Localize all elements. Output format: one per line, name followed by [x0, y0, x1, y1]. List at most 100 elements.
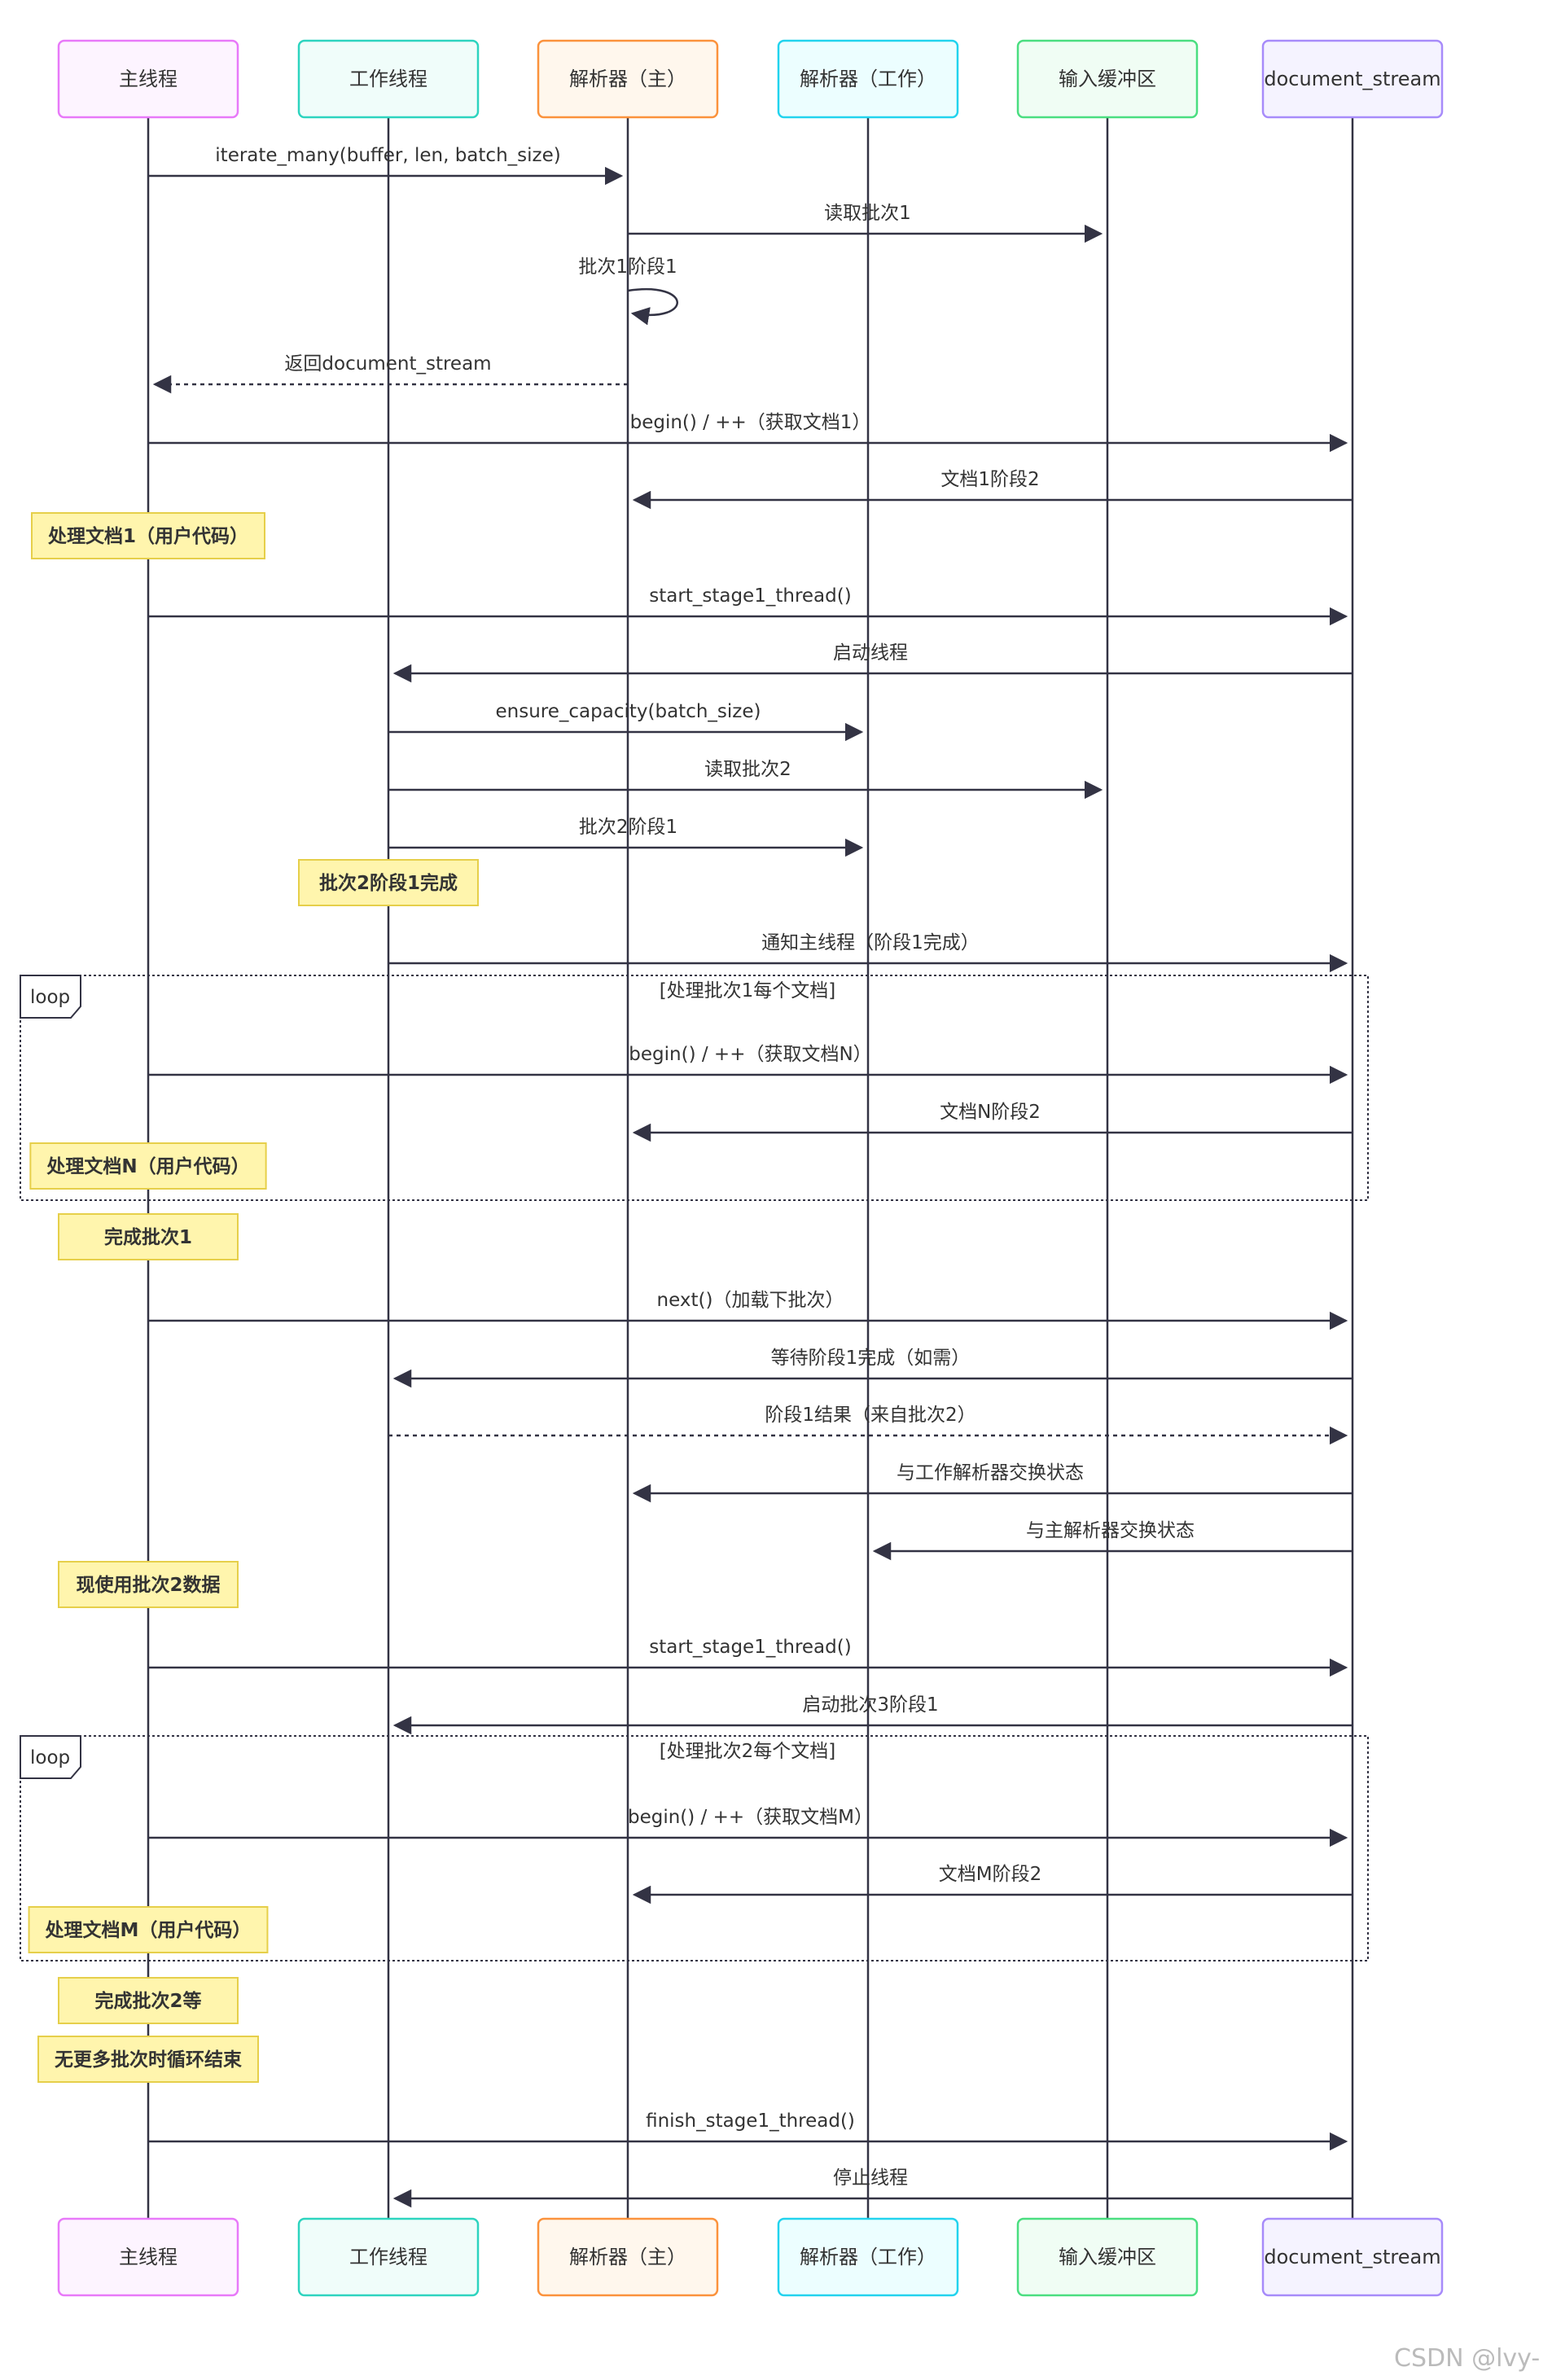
- participant-label: 输入缓冲区: [1059, 2246, 1156, 2268]
- participant-doc_stream-top[interactable]: document_stream: [1261, 39, 1444, 119]
- participant-label: 工作线程: [349, 68, 427, 90]
- message: 阶段1结果（来自批次2）: [388, 1405, 1348, 1445]
- message: 启动线程: [392, 642, 1353, 683]
- message-label: 与工作解析器交换状态: [897, 1462, 1084, 1484]
- message-label: begin() / ++（获取文档1）: [630, 412, 871, 433]
- message: begin() / ++（获取文档M）: [148, 1807, 1348, 1847]
- participant-parser_worker-top[interactable]: 解析器（工作）: [777, 39, 959, 119]
- note: 处理文档1（用户代码）: [30, 512, 266, 559]
- loop-frame: loop [处理批次1每个文档]: [20, 975, 1369, 1201]
- message-label: 等待阶段1完成（如需）: [771, 1348, 971, 1369]
- loop-condition: [处理批次2每个文档]: [660, 1741, 836, 1762]
- message-label: next()（加载下批次）: [657, 1290, 844, 1311]
- participant-doc_stream-bottom[interactable]: document_stream: [1261, 2217, 1444, 2297]
- message-label: 读取批次1: [824, 203, 911, 224]
- message: 停止线程: [392, 2167, 1353, 2208]
- message: begin() / ++（获取文档N）: [148, 1044, 1348, 1085]
- message-label: begin() / ++（获取文档M）: [628, 1807, 873, 1828]
- note-text: 处理文档1（用户代码）: [47, 525, 248, 547]
- message: 读取批次2: [388, 759, 1103, 800]
- message: 返回document_stream: [152, 353, 628, 394]
- message-label: ensure_capacity(batch_size): [496, 701, 761, 722]
- message-label: 返回document_stream: [284, 353, 491, 375]
- message-label: 文档1阶段2: [940, 469, 1039, 490]
- message-label: begin() / ++（获取文档N）: [629, 1044, 871, 1065]
- message: 文档1阶段2: [632, 469, 1353, 510]
- message-label: 读取批次2: [704, 759, 791, 780]
- message: 通知主线程（阶段1完成）: [388, 932, 1348, 973]
- message-label: iterate_many(buffer, len, batch_size): [215, 145, 560, 166]
- message: iterate_many(buffer, len, batch_size): [148, 145, 624, 186]
- message-label: 文档N阶段2: [940, 1102, 1041, 1123]
- message-label: 启动批次3阶段1: [802, 1694, 938, 1716]
- participant-label: 主线程: [119, 2246, 178, 2268]
- message-label: start_stage1_thread(): [649, 585, 851, 607]
- messages: iterate_many(buffer, len, batch_size) 读取批…: [148, 145, 1353, 2208]
- loop-frames: loop [处理批次1每个文档] loop [处理批次2每个文档]: [20, 975, 1369, 1961]
- message-label: 通知主线程（阶段1完成）: [761, 932, 980, 953]
- message-label: 启动线程: [833, 642, 908, 664]
- message: next()（加载下批次）: [148, 1290, 1348, 1330]
- loop-frame: loop [处理批次2每个文档]: [20, 1735, 1369, 1961]
- note-text: 完成批次2等: [94, 1990, 201, 2012]
- participant-label: 输入缓冲区: [1059, 68, 1156, 90]
- participant-label: 解析器（工作）: [800, 68, 936, 90]
- participant-main-top[interactable]: 主线程: [57, 39, 239, 119]
- participant-label: 解析器（主）: [569, 2246, 686, 2268]
- message: begin() / ++（获取文档1）: [148, 412, 1348, 453]
- message-label: 阶段1结果（来自批次2）: [765, 1405, 975, 1426]
- participant-parser_main-bottom[interactable]: 解析器（主）: [537, 2217, 719, 2297]
- note: 批次2阶段1完成: [298, 859, 479, 906]
- note: 处理文档M（用户代码）: [28, 1906, 269, 1953]
- note-text: 处理文档M（用户代码）: [45, 1919, 252, 1941]
- loop-tag: loop: [30, 987, 70, 1008]
- message-label: 停止线程: [833, 2167, 908, 2189]
- participant-parser_main-top[interactable]: 解析器（主）: [537, 39, 719, 119]
- message-label: 文档M阶段2: [939, 1864, 1041, 1885]
- participant-worker-bottom[interactable]: 工作线程: [297, 2217, 480, 2297]
- message-label: 与主解析器交换状态: [1026, 1520, 1195, 1541]
- note-text: 无更多批次时循环结束: [55, 2049, 243, 2071]
- loop-tag: loop: [30, 1747, 70, 1769]
- message: finish_stage1_thread(): [148, 2110, 1348, 2151]
- message: start_stage1_thread(): [148, 1637, 1348, 1677]
- message-label: start_stage1_thread(): [649, 1637, 851, 1658]
- participant-label: document_stream: [1264, 68, 1440, 90]
- watermark: CSDN @lvy-: [1394, 2344, 1540, 2373]
- participant-input_buffer-bottom[interactable]: 输入缓冲区: [1016, 2217, 1199, 2297]
- participant-label: document_stream: [1264, 2246, 1440, 2268]
- message: ensure_capacity(batch_size): [388, 701, 864, 742]
- message: 与主解析器交换状态: [872, 1520, 1353, 1561]
- lifelines: [147, 117, 1354, 2219]
- participant-worker-top[interactable]: 工作线程: [297, 39, 480, 119]
- participant-label: 解析器（主）: [569, 68, 686, 90]
- message-label: 批次1阶段1: [578, 256, 677, 278]
- message: 读取批次1: [628, 203, 1103, 243]
- loop-condition: [处理批次1每个文档]: [660, 980, 836, 1002]
- participant-label: 解析器（工作）: [800, 2246, 936, 2268]
- message: 等待阶段1完成（如需）: [392, 1348, 1353, 1388]
- note: 完成批次2等: [58, 1977, 239, 2024]
- participant-parser_worker-bottom[interactable]: 解析器（工作）: [777, 2217, 959, 2297]
- message: 启动批次3阶段1: [392, 1694, 1353, 1735]
- note: 现使用批次2数据: [58, 1561, 239, 1608]
- note-text: 批次2阶段1完成: [319, 872, 458, 894]
- note: 完成批次1: [58, 1213, 239, 1260]
- note: 处理文档N（用户代码）: [29, 1142, 267, 1190]
- participant-input_buffer-top[interactable]: 输入缓冲区: [1016, 39, 1199, 119]
- note-text: 处理文档N（用户代码）: [46, 1155, 249, 1177]
- message: 文档M阶段2: [632, 1864, 1353, 1904]
- message-label: 批次2阶段1: [579, 817, 677, 838]
- message: 批次1阶段1: [578, 256, 678, 326]
- participant-label: 工作线程: [349, 2246, 427, 2268]
- message: 批次2阶段1: [388, 817, 864, 857]
- note-text: 现使用批次2数据: [76, 1574, 220, 1596]
- participant-main-bottom[interactable]: 主线程: [57, 2217, 239, 2297]
- message: 文档N阶段2: [632, 1102, 1353, 1142]
- message: start_stage1_thread(): [148, 585, 1348, 626]
- participants: 主线程主线程工作线程工作线程解析器（主）解析器（主）解析器（工作）解析器（工作）…: [57, 39, 1444, 2297]
- note-text: 完成批次1: [104, 1226, 192, 1248]
- message: 与工作解析器交换状态: [632, 1462, 1353, 1503]
